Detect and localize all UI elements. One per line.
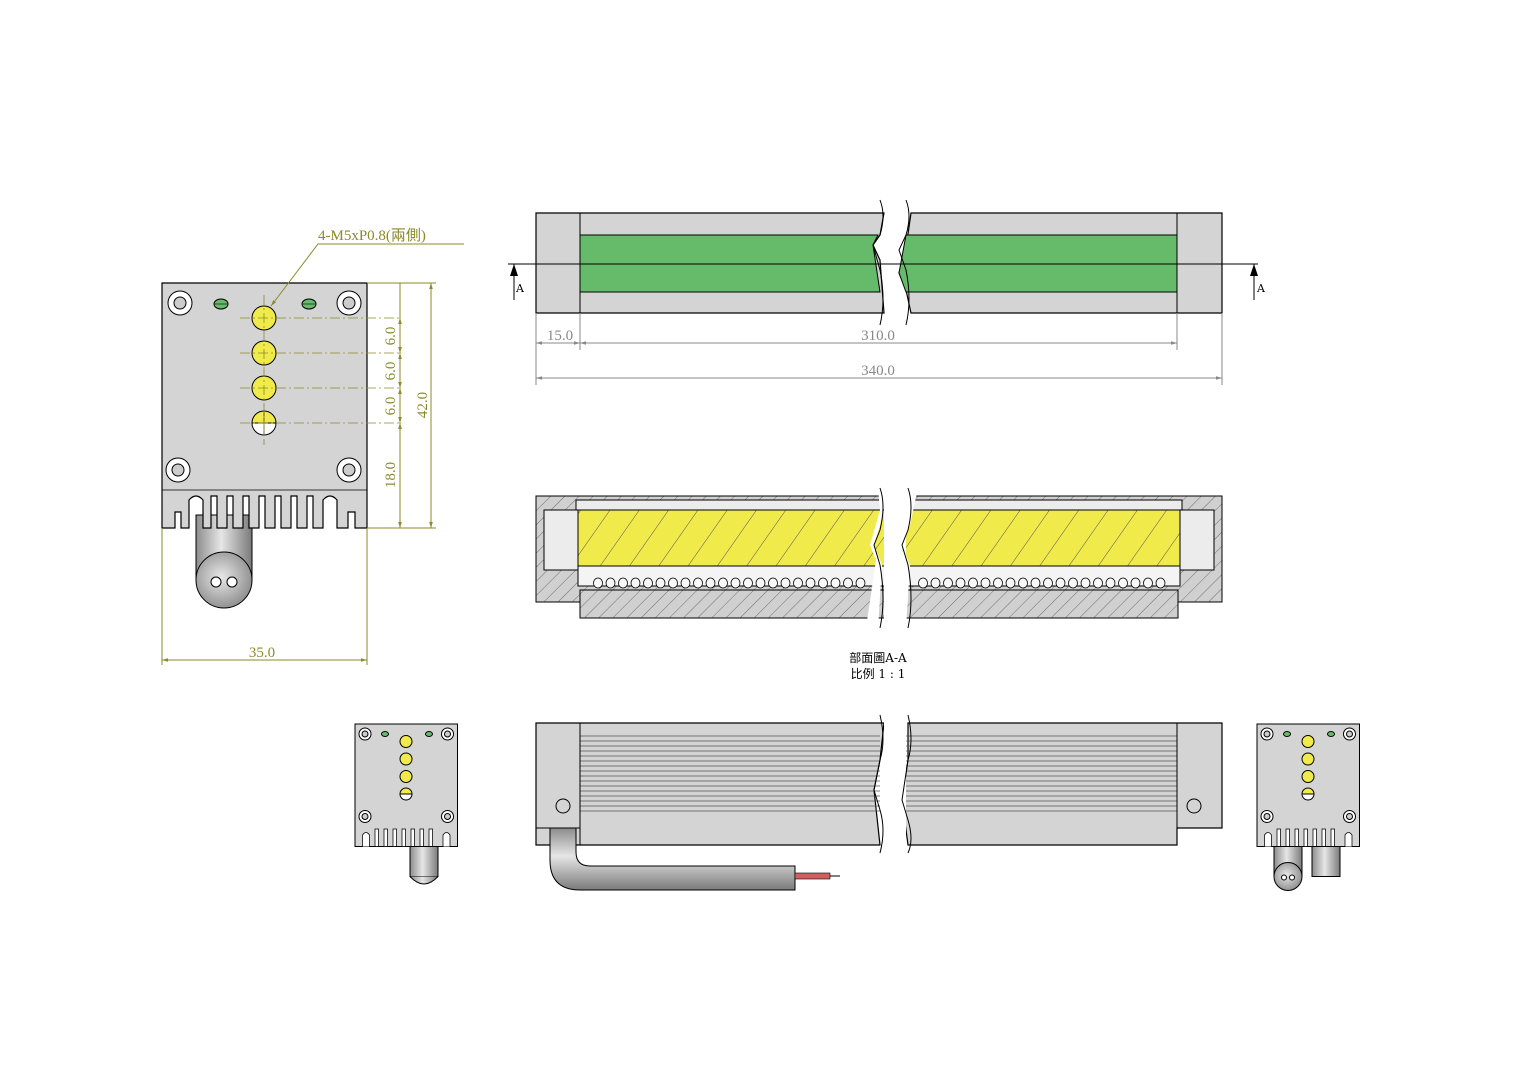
led-icon [843, 577, 853, 589]
led-icon [1105, 577, 1116, 589]
led-icon [793, 577, 803, 589]
end-view-large: 4-M5xP0.8(兩側) 6.0 6.0 6.0 18.0 42.0 35.0 [161, 227, 464, 665]
led-icon [768, 577, 778, 589]
led-icon [818, 577, 828, 589]
section-scale: 比例 1 : 1 [851, 667, 906, 681]
section-marker-right: A [1256, 282, 1266, 295]
led-icon [680, 577, 691, 589]
screw-hole-icon [336, 290, 362, 316]
led-icon [993, 577, 1003, 589]
led-icon [1080, 577, 1091, 589]
led-icon [1018, 577, 1028, 589]
led-icon [718, 577, 728, 589]
dim-end-offset: 15.0 [547, 328, 573, 344]
led-icon [1093, 577, 1103, 589]
led-icon [780, 577, 791, 589]
end-view-small-left [354, 723, 458, 885]
led-icon [605, 577, 616, 589]
led-icon [1030, 577, 1041, 589]
side-view [535, 714, 1223, 891]
end-view-small-right [1256, 723, 1360, 891]
screw-hole-icon [1186, 798, 1202, 814]
led-port [1301, 735, 1315, 748]
led-port [399, 752, 413, 766]
thread-callout: 4-M5xP0.8(兩側) [318, 227, 426, 244]
top-view: A A 15.0 310.0 340.0 [508, 199, 1266, 385]
dim-pitch-2: 6.0 [383, 362, 399, 381]
dim-overall-length: 340.0 [861, 363, 895, 379]
dim-height: 42.0 [415, 392, 431, 418]
led-icon [968, 577, 978, 589]
dim-emitting-length: 310.0 [861, 328, 895, 344]
screw-hole-icon [555, 798, 571, 814]
led-icon [1043, 577, 1053, 589]
cable [549, 827, 796, 891]
screw-hole-icon [336, 457, 362, 483]
led-icon [805, 577, 816, 589]
wire-hole-icon [210, 576, 222, 588]
led-icon [755, 577, 766, 589]
led-array [593, 577, 1166, 589]
led-icon [655, 577, 666, 589]
led-icon [980, 577, 991, 589]
led-icon [855, 577, 866, 589]
cable-end [195, 551, 253, 609]
led-icon [830, 577, 841, 589]
led-icon [930, 577, 941, 589]
dim-lower-offset: 18.0 [383, 462, 399, 488]
led-icon [1155, 577, 1166, 589]
led-icon [618, 577, 628, 589]
led-icon [1143, 577, 1153, 589]
cable-wires [794, 872, 831, 880]
led-icon [1118, 577, 1128, 589]
dim-pitch-1: 6.0 [383, 327, 399, 346]
led-icon [918, 577, 928, 589]
led-port [399, 735, 413, 748]
led-icon [593, 577, 603, 589]
screw-hole-icon [165, 457, 191, 483]
led-icon [705, 577, 716, 589]
cooling-fins [580, 735, 1177, 812]
led-icon [1055, 577, 1066, 589]
led-icon [1068, 577, 1078, 589]
led-port [1301, 752, 1315, 766]
led-icon [1005, 577, 1016, 589]
section-marker-left: A [515, 282, 525, 295]
section-title: 部面圖A-A [849, 650, 907, 665]
housing-body [161, 282, 368, 529]
led-icon [743, 577, 753, 589]
dim-width: 35.0 [249, 645, 275, 661]
section-view: 部面圖A-A 比例 1 : 1 [535, 487, 1223, 681]
led-icon [730, 577, 741, 589]
wire-hole-icon [226, 576, 238, 588]
led-icon [630, 577, 641, 589]
led-icon [693, 577, 703, 589]
led-icon [668, 577, 678, 589]
led-icon [643, 577, 653, 589]
led-icon [1130, 577, 1141, 589]
screw-hole-icon [167, 290, 193, 316]
led-icon [943, 577, 953, 589]
led-icon [955, 577, 966, 589]
dim-pitch-3: 6.0 [383, 397, 399, 416]
led-port [399, 770, 413, 783]
led-port [1301, 770, 1315, 783]
